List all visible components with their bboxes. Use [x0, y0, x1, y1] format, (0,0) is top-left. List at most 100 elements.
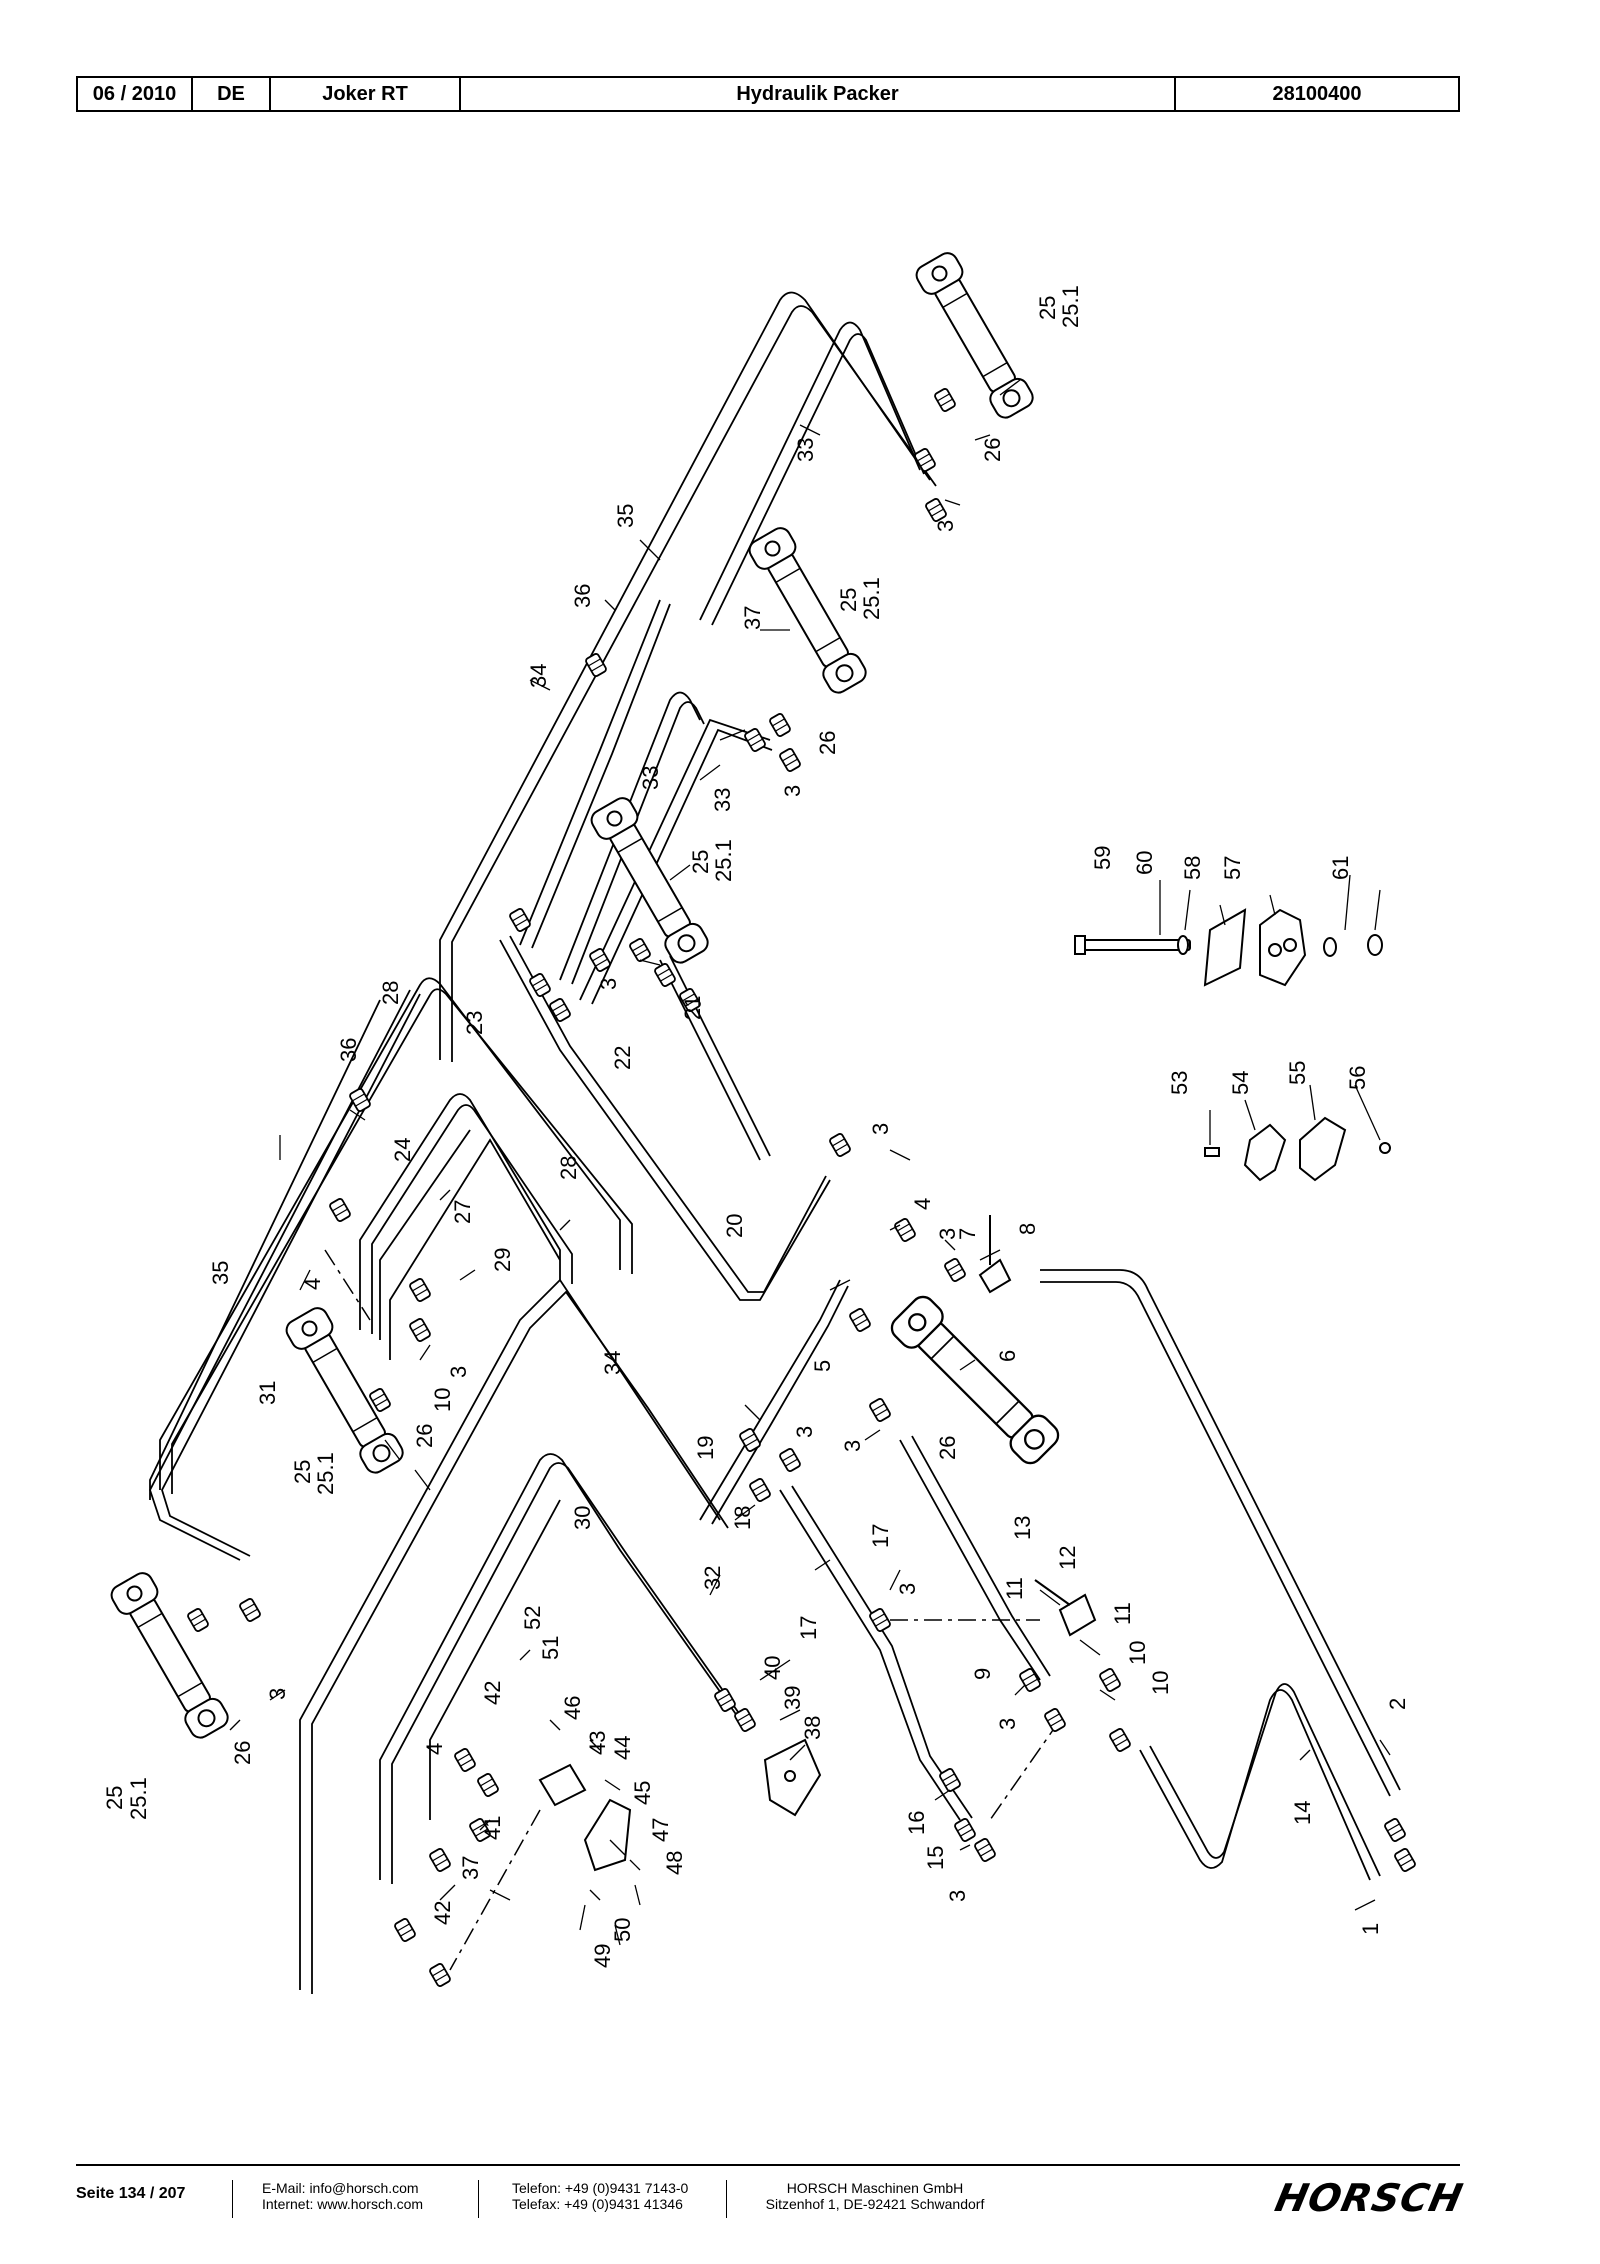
hose-31 [149, 999, 381, 1500]
hose-23 [499, 939, 831, 1301]
label-53: 53 [1167, 1071, 1192, 1095]
label-36: 36 [336, 1038, 361, 1062]
drawing-number: 28100400 [1272, 82, 1362, 105]
label-47: 47 [648, 1818, 673, 1842]
label-16: 16 [904, 1811, 929, 1835]
label-36: 36 [570, 584, 595, 608]
label-18: 18 [730, 1506, 755, 1530]
label-23: 23 [462, 1011, 487, 1035]
label-33: 33 [638, 766, 663, 790]
label-58: 58 [1180, 856, 1205, 880]
footer-internet: Internet: www.horsch.com [262, 2196, 424, 2212]
footer-contact-phone: Telefon: +49 (0)9431 7143-0 Telefax: +49… [512, 2180, 688, 2212]
label-25: 25 [1035, 296, 1060, 320]
footer-phone: Telefon: +49 (0)9431 7143-0 [512, 2180, 689, 2196]
label-37: 37 [740, 606, 765, 630]
label-25-1: 25.1 [313, 1452, 338, 1495]
footer-fax: Telefax: +49 (0)9431 41346 [512, 2196, 683, 2212]
label-33: 33 [793, 438, 818, 462]
label-3: 3 [265, 1688, 290, 1700]
label-50: 50 [610, 1918, 635, 1942]
hose-33-middle [559, 691, 701, 981]
hose-32 [429, 1499, 561, 1820]
label-26: 26 [935, 1436, 960, 1460]
label-26: 26 [230, 1741, 255, 1765]
label-3: 3 [945, 1890, 970, 1902]
label-45: 45 [630, 1781, 655, 1805]
label-37: 37 [458, 1856, 483, 1880]
tap-8 [978, 1258, 1012, 1294]
label-57: 57 [1220, 856, 1245, 880]
label-42: 42 [480, 1681, 505, 1705]
label-26: 26 [980, 438, 1005, 462]
label-61: 61 [1328, 856, 1353, 880]
label-19: 19 [693, 1436, 718, 1460]
hose-19 [699, 1279, 841, 1521]
label-38: 38 [800, 1716, 825, 1740]
label-15: 15 [923, 1846, 948, 1870]
label-6: 6 [995, 1350, 1020, 1362]
hose-2 [1040, 1269, 1401, 1791]
hose-34-lower [299, 1278, 721, 1990]
hose-28 [159, 977, 621, 1490]
label-20: 20 [722, 1214, 747, 1238]
label-24: 24 [390, 1138, 415, 1162]
date-cell: 06 / 2010 [78, 78, 193, 110]
label-44: 44 [610, 1736, 635, 1760]
label-4: 4 [422, 1743, 447, 1755]
hose-35-left [149, 989, 411, 1561]
label-59: 59 [1090, 846, 1115, 870]
label-25-1: 25.1 [711, 839, 736, 882]
label-3: 3 [446, 1366, 471, 1378]
label-10: 10 [1125, 1641, 1150, 1665]
hose-30 [379, 1453, 741, 1880]
label-25-1: 25.1 [1058, 285, 1083, 328]
hose-17 [779, 1489, 961, 1821]
hose-24 [359, 1093, 561, 1330]
hose-14 [1139, 1689, 1371, 1881]
label-3: 3 [868, 1123, 893, 1135]
footer-company-name: HORSCH Maschinen GmbH [786, 2180, 964, 2196]
label-48: 48 [662, 1851, 687, 1875]
label-31: 31 [255, 1381, 280, 1405]
hose-33-top [699, 321, 921, 621]
label-39: 39 [780, 1686, 805, 1710]
label-25-1: 25.1 [859, 577, 884, 620]
footer-separator [478, 2180, 479, 2218]
label-3: 3 [895, 1583, 920, 1595]
label-25-1: 25.1 [126, 1777, 151, 1820]
footer-contact-web: E-Mail: info@horsch.com Internet: www.ho… [262, 2180, 423, 2212]
label-17: 17 [868, 1524, 893, 1548]
hose-27 [379, 1129, 471, 1340]
label-12: 12 [1055, 1546, 1080, 1570]
label-1: 1 [1358, 1923, 1383, 1935]
label-9: 9 [970, 1668, 995, 1680]
label-8: 8 [1015, 1223, 1040, 1235]
label-7: 7 [955, 1228, 980, 1240]
label-4: 4 [910, 1198, 935, 1210]
hose-20 [659, 959, 761, 1161]
label-3: 3 [596, 978, 621, 990]
label-21: 21 [680, 996, 705, 1020]
label-46: 46 [560, 1696, 585, 1720]
label-60: 60 [1132, 851, 1157, 875]
label-5: 5 [810, 1360, 835, 1372]
label-11: 11 [1002, 1577, 1027, 1600]
label-41: 41 [480, 1816, 505, 1840]
label-28: 28 [556, 1156, 581, 1180]
label-56: 56 [1345, 1066, 1370, 1090]
footer-company: HORSCH Maschinen GmbH Sitzenhof 1, DE-92… [760, 2180, 990, 2212]
hose-9 [899, 1439, 1041, 1681]
clamp-assembly-57-61 [1074, 908, 1383, 987]
label-25: 25 [836, 588, 861, 612]
label-25: 25 [290, 1460, 315, 1484]
label-3: 3 [995, 1718, 1020, 1730]
label-3: 3 [792, 1426, 817, 1438]
label-51: 51 [538, 1636, 563, 1660]
label-3: 3 [933, 520, 958, 532]
footer-email: E-Mail: info@horsch.com [262, 2180, 419, 2196]
label-35: 35 [208, 1261, 233, 1285]
clamp-assembly-53-56 [1204, 1116, 1391, 1182]
label-33: 33 [710, 788, 735, 812]
hydraulic-diagram: 25 25.1 26 3 33 35 36 34 37 25 25.1 26 3… [102, 248, 1417, 1994]
